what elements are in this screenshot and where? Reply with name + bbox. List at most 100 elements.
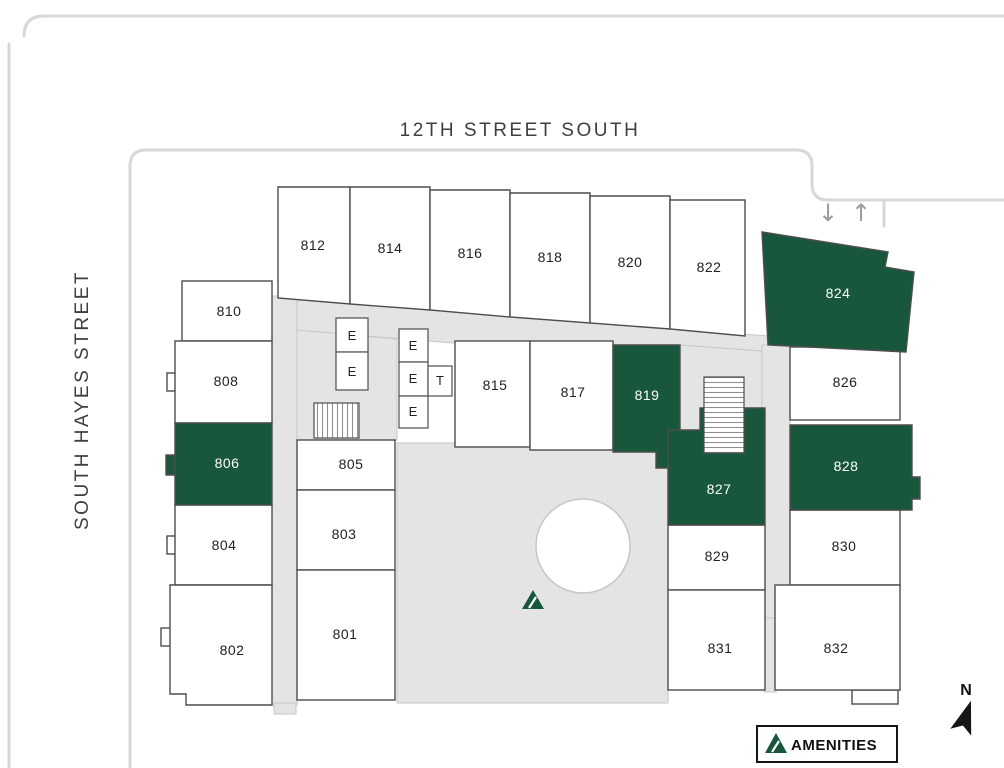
unit-830[interactable]: 830 [789,509,901,586]
units-standard: 812 814 816 818 820 822 810 808 [160,186,901,706]
unit-832-label: 832 [824,640,849,656]
utility-room [427,365,453,397]
unit-801-shape[interactable] [296,569,396,701]
unit-802-shape[interactable] [169,584,273,706]
common-areas [271,295,791,715]
unit-818-label: 818 [538,249,563,265]
unit-824-label: 824 [826,285,851,301]
north-arrow-icon [950,700,972,736]
corridor-left [271,295,298,706]
entrance-in-arrow-icon: ↓ [818,199,838,227]
elevator-2-label: E [348,364,357,379]
unit-803[interactable]: 803 [296,489,396,571]
amenity-triangle-cut [528,596,537,609]
compass-north-label: N [960,682,972,699]
unit-808-shape[interactable] [174,340,273,424]
unit-817[interactable]: 817 [529,340,614,451]
unit-815[interactable]: 815 [454,340,531,448]
unit-803-label: 803 [332,526,357,542]
unit-802[interactable]: 802 [160,584,273,706]
street-label-12th-street: 12TH STREET SOUTH [400,120,641,141]
elevators: E E E E E T [335,317,453,429]
unit-803-shape[interactable] [296,489,396,571]
unit-810[interactable]: 810 [181,280,273,342]
courtyard-amenity-marker [522,590,544,609]
corridor-right [761,344,791,623]
unit-826[interactable]: 826 [789,346,901,421]
unit-810-label: 810 [217,303,242,319]
unit-829-label: 829 [705,548,730,564]
unit-812[interactable]: 812 [277,186,351,305]
unit-828[interactable]: 828 [789,424,921,511]
compass: N [950,682,972,736]
unit-820-label: 820 [618,254,643,270]
unit-824-shape[interactable] [761,231,915,353]
legend-label: AMENITIES [791,737,877,754]
unit-817-label: 817 [561,384,586,400]
unit-801[interactable]: 801 [296,569,396,701]
unit-805[interactable]: 805 [296,439,396,491]
unit-805-shape[interactable] [296,439,396,491]
unit-812-label: 812 [301,237,326,253]
unit-808[interactable]: 808 [166,340,273,424]
utility-room-label: T [436,373,444,388]
unit-818[interactable]: 818 [509,192,591,324]
unit-826-label: 826 [833,374,858,390]
corridor-left-stub [273,702,297,715]
unit-822-shape[interactable] [669,199,746,337]
unit-816[interactable]: 816 [429,189,511,318]
unit-828-shape[interactable] [789,424,921,511]
legend: AMENITIES [756,725,898,763]
unit-819-label: 819 [635,387,660,403]
unit-830-shape[interactable] [789,509,901,586]
unit-826-shape[interactable] [789,346,901,421]
unit-805-label: 805 [339,456,364,472]
unit-804[interactable]: 804 [166,504,273,586]
elevator-1 [335,317,369,353]
entrance-out-arrow-icon: ↑ [851,199,871,227]
elevator-4-label: E [409,371,418,386]
unit-828-label: 828 [834,458,859,474]
curb-12th-street-north [22,14,1004,38]
unit-819[interactable]: 819 [612,344,681,469]
elevator-1-label: E [348,328,357,343]
elevator-3-label: E [409,338,418,353]
unit-808-label: 808 [214,373,239,389]
unit-806-shape[interactable] [174,422,273,506]
unit-831[interactable]: 831 [667,589,766,691]
elevator-5-label: E [409,404,418,419]
legend-amenity-triangle-icon [765,733,787,753]
unit-829[interactable]: 829 [667,524,766,591]
walkway-southeast [763,617,777,693]
unit-804-label: 804 [212,537,237,553]
elevator-5 [398,395,429,429]
stair-west [313,402,360,439]
unit-820[interactable]: 820 [589,195,671,330]
unit-814-label: 814 [378,240,403,256]
unit-832-shape[interactable] [774,584,901,691]
unit-831-shape[interactable] [667,589,766,691]
unit-832[interactable]: 832 [774,584,901,705]
unit-822-label: 822 [697,259,722,275]
unit-806-label: 806 [215,455,240,471]
unit-832-stoop [851,689,899,705]
unit-831-label: 831 [708,640,733,656]
amenity-triangle-icon [522,590,544,609]
street-label-hayes-street: SOUTH HAYES STREET [72,270,93,530]
courtyard-circle-feature [535,498,631,594]
unit-814[interactable]: 814 [349,186,431,311]
courtyard [396,442,669,704]
unit-806[interactable]: 806 [165,422,273,506]
unit-816-label: 816 [458,245,483,261]
unit-830-label: 830 [832,538,857,554]
unit-827-label: 827 [707,481,732,497]
unit-824[interactable]: 824 [761,231,915,353]
unit-819-shape[interactable] [612,344,681,469]
unit-810-shape[interactable] [181,280,273,342]
units-amenity: 824 806 819 827 828 [165,231,921,526]
unit-822[interactable]: 822 [669,199,746,337]
unit-815-shape[interactable] [454,340,531,448]
legend-amenity-triangle-cut [771,740,780,753]
property-boundary [128,148,1004,768]
